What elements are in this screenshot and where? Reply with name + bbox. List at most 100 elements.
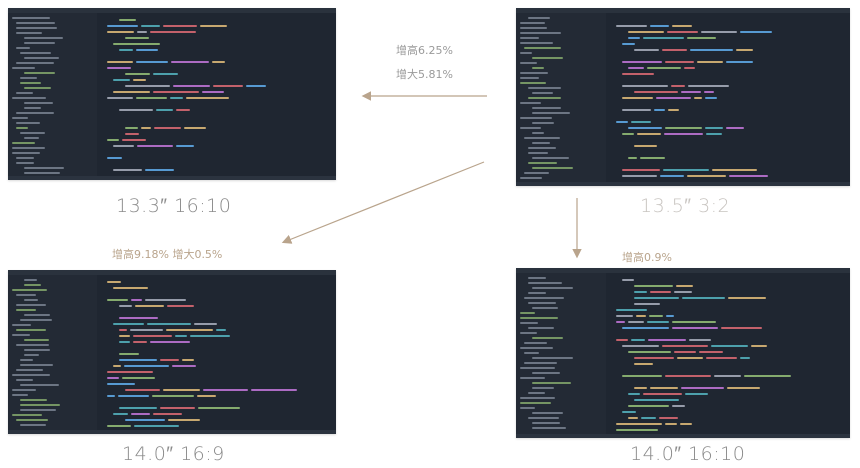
file-tree-item: [16, 27, 57, 29]
code-line-segment: [152, 91, 199, 93]
file-tree-item: [520, 37, 539, 39]
file-tree-item: [20, 359, 33, 361]
code-line-segment: [650, 25, 670, 27]
file-tree-item: [528, 417, 559, 419]
code-line-segment: [650, 387, 679, 389]
caption-13-5-3-2: 13.5″ 3:2: [640, 195, 731, 217]
code-line-segment: [634, 91, 679, 93]
code-line-segment: [106, 97, 133, 99]
code-line-segment: [135, 61, 168, 63]
code-line-segment: [688, 85, 730, 87]
code-line-segment: [118, 19, 136, 21]
code-line-segment: [628, 157, 638, 159]
code-line-segment: [663, 169, 710, 171]
code-line-segment: [245, 85, 266, 87]
code-line-segment: [106, 157, 122, 159]
code-line-segment: [740, 31, 773, 33]
code-line-segment: [634, 49, 660, 51]
code-line-segment: [132, 341, 147, 343]
file-tree-item: [12, 67, 35, 69]
code-line-segment: [622, 73, 655, 75]
code-line-segment: [616, 25, 648, 27]
file-tree-item: [20, 399, 47, 401]
code-line-segment: [687, 175, 727, 177]
file-tree-item: [528, 302, 556, 304]
code-line-segment: [144, 169, 174, 171]
code-line-segment: [689, 339, 712, 341]
code-line-segment: [144, 299, 186, 301]
code-line-segment: [132, 79, 146, 81]
code-line-segment: [628, 31, 665, 33]
screenshot-14-0-16-9: [8, 270, 336, 434]
file-tree-item: [12, 17, 50, 19]
file-explorer-sidebar: [8, 13, 98, 176]
code-line-segment: [616, 309, 648, 311]
code-line-segment: [628, 321, 645, 323]
file-tree-item: [532, 337, 563, 339]
status-bar: [8, 430, 336, 434]
file-tree-item: [532, 357, 573, 359]
code-line-segment: [616, 321, 626, 323]
code-line-segment: [112, 323, 144, 325]
code-line-segment: [631, 339, 646, 341]
file-explorer-sidebar: [516, 273, 608, 434]
code-line-segment: [616, 339, 629, 341]
file-tree-item: [12, 97, 46, 99]
file-tree-item: [520, 377, 545, 379]
file-tree-item: [528, 152, 548, 154]
file-tree-item: [24, 87, 51, 89]
code-line-segment: [622, 133, 635, 135]
code-line-segment: [189, 335, 230, 337]
file-tree-item: [16, 92, 33, 94]
file-tree-item: [520, 32, 561, 34]
code-line-segment: [634, 387, 648, 389]
file-tree-item: [520, 22, 545, 24]
code-line-segment: [172, 85, 210, 87]
file-tree-item: [520, 82, 546, 84]
code-line-segment: [193, 323, 217, 325]
code-line-segment: [155, 109, 173, 111]
file-tree-item: [16, 369, 43, 371]
code-line-segment: [124, 37, 149, 39]
file-tree-item: [520, 347, 553, 349]
code-line-segment: [622, 175, 658, 177]
code-line-segment: [106, 425, 131, 427]
code-line-segment: [628, 127, 663, 129]
file-tree-item: [12, 324, 31, 326]
code-line-segment: [701, 31, 738, 33]
file-tree-item: [20, 77, 37, 79]
titlebar: [516, 268, 850, 273]
file-tree-item: [520, 27, 547, 29]
file-tree-item: [532, 157, 569, 159]
code-line-segment: [694, 97, 703, 99]
file-tree-item: [20, 132, 45, 134]
file-tree-item: [520, 102, 541, 104]
code-line-segment: [697, 61, 724, 63]
file-tree-item: [524, 362, 557, 364]
file-tree-item: [12, 289, 47, 291]
code-line-segment: [112, 145, 134, 147]
file-tree-item: [520, 407, 535, 409]
file-tree-item: [524, 352, 539, 354]
file-tree-item: [16, 329, 46, 331]
file-tree-item: [520, 397, 555, 399]
code-line-segment: [106, 31, 134, 33]
file-tree-item: [16, 122, 40, 124]
file-tree-item: [20, 319, 52, 321]
code-line-segment: [622, 109, 652, 111]
code-line-segment: [134, 305, 164, 307]
file-tree-item: [520, 312, 535, 314]
code-line-segment: [674, 351, 697, 353]
code-line-segment: [672, 321, 717, 323]
file-tree-item: [16, 22, 55, 24]
code-line-segment: [676, 285, 694, 287]
code-line-segment: [121, 139, 146, 141]
code-line-segment: [106, 377, 119, 379]
code-line-segment: [124, 73, 150, 75]
file-tree-item: [16, 294, 36, 296]
code-line-segment: [135, 49, 158, 51]
file-tree-item: [16, 47, 30, 49]
file-tree-item: [12, 389, 36, 391]
code-line-segment: [622, 279, 635, 281]
code-line-segment: [634, 357, 675, 359]
